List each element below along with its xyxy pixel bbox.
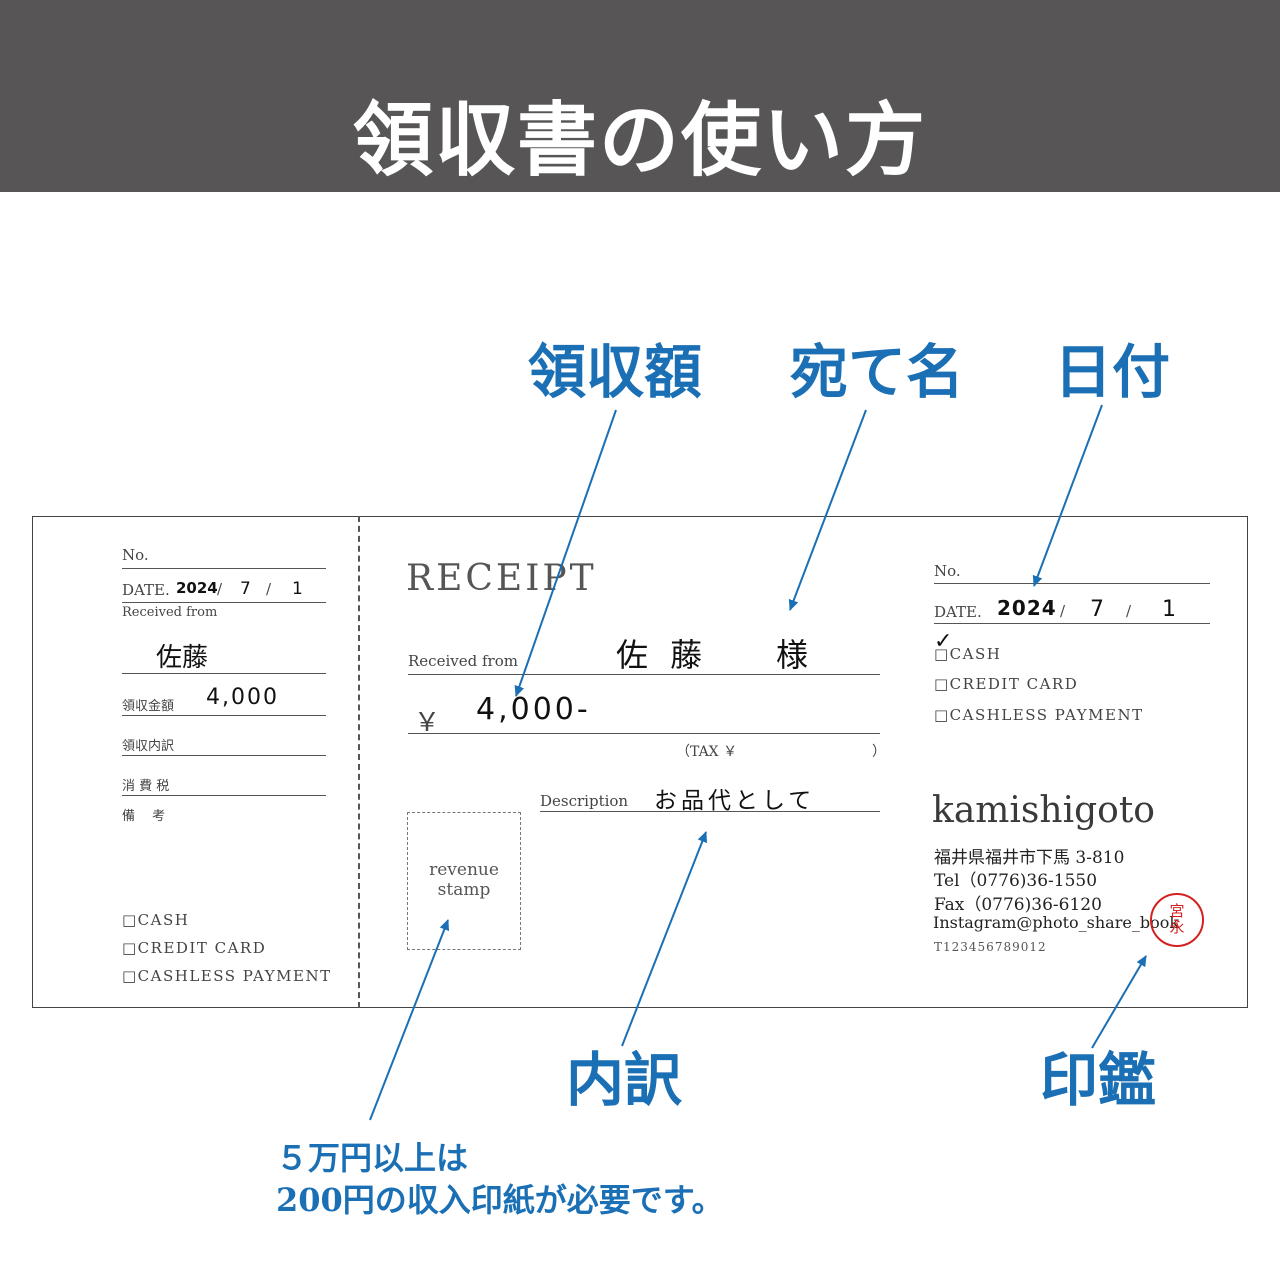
receipt-amount-line (408, 733, 880, 734)
arrow-amount (514, 409, 617, 697)
callout-amount: 領収額 (528, 338, 703, 406)
stub-date-label: DATE. (122, 581, 170, 599)
receipt-received-label: Received from (408, 652, 518, 670)
header-banner (0, 0, 1280, 192)
right-option-cash: □CASH (934, 645, 1002, 663)
arrow-addressee (788, 409, 867, 611)
callout-seal: 印鑑 (1040, 1046, 1157, 1114)
arrow-stamp (369, 919, 450, 1121)
stub-amount-line (122, 715, 326, 716)
stub-no-line (122, 568, 326, 569)
right-no-label: No. (934, 562, 961, 580)
stub-tax-label: 消 費 税 (122, 779, 170, 794)
company-name: kamishigoto (932, 790, 1155, 831)
right-date-day: 1 (1162, 597, 1176, 622)
revenue-stamp-box (407, 812, 521, 950)
right-date-sep2: / (1126, 602, 1132, 620)
stub-tax-line (122, 795, 326, 796)
seal-char-bottom: 永 (1169, 918, 1185, 936)
right-date-line (934, 623, 1210, 624)
stub-remarks-label: 備 考 (122, 809, 166, 824)
stub-date-year: 2024 (176, 579, 218, 597)
stub-date-day: 1 (292, 579, 303, 599)
right-date-month: 7 (1090, 597, 1104, 622)
stub-date-sep1: / (217, 580, 223, 598)
receipt-frame (32, 516, 1248, 1008)
stub-breakdown-label: 領収内訳 (122, 739, 175, 754)
receipt-honorific: 様 (776, 636, 809, 674)
perforation-line (358, 516, 360, 1008)
note-line2: 200円の収入印紙が必要です。 (276, 1181, 724, 1219)
receipt-tax-open: （TAX ￥ (676, 744, 738, 760)
right-date-year: 2024 (997, 596, 1057, 620)
stub-option-cashless: □CASHLESS PAYMENT (122, 967, 332, 985)
company-instagram: Instagram@photo_share_book (933, 913, 1180, 932)
stub-received-line (122, 673, 326, 674)
stub-received-value: 佐藤 (156, 643, 209, 673)
right-option-credit: □CREDIT CARD (934, 675, 1079, 693)
note-line1: ５万円以上は (276, 1139, 469, 1177)
company-tel: Tel（0776)36-1550 (934, 871, 1098, 891)
stub-breakdown-line (122, 755, 326, 756)
arrow-breakdown (621, 831, 708, 1047)
arrow-seal (1091, 955, 1147, 1049)
stub-amount-value: 4,000 (206, 685, 279, 710)
callout-date: 日付 (1054, 338, 1171, 406)
seal-char-top: 宮 (1169, 902, 1185, 920)
stub-option-cash: □CASH (122, 911, 190, 929)
stub-amount-label: 領収金額 (122, 699, 175, 714)
page-title: 領収書の使い方 (353, 93, 927, 187)
callout-addressee: 宛て名 (790, 338, 965, 406)
receipt-amount-value: 4,000- (476, 692, 591, 727)
receipt-description-value: お品代として (654, 788, 816, 814)
company-fax: Fax（0776)36-6120 (934, 895, 1102, 915)
stub-no-label: No. (122, 546, 149, 564)
right-option-cashless: □CASHLESS PAYMENT (934, 706, 1144, 724)
stub-date-sep2: / (266, 580, 272, 598)
right-date-label: DATE. (934, 603, 982, 621)
arrow-date (1032, 404, 1103, 587)
callout-breakdown: 内訳 (566, 1046, 683, 1114)
revenue-stamp-line2: stamp (437, 880, 491, 900)
receipt-received-line (408, 674, 880, 675)
check-mark-icon: ✓ (934, 629, 953, 654)
registration-number: T123456789012 (934, 940, 1047, 954)
company-address: 福井県福井市下馬 3-810 (934, 848, 1125, 868)
right-date-sep1: / (1060, 602, 1066, 620)
stub-option-credit: □CREDIT CARD (122, 939, 267, 957)
stub-received-label: Received from (122, 605, 218, 620)
right-no-line (934, 583, 1210, 584)
receipt-description-line (540, 811, 880, 812)
revenue-stamp-line1: revenue (429, 860, 499, 880)
stub-date-month: 7 (240, 579, 251, 599)
receipt-tax-close: ） (872, 744, 886, 760)
personal-seal-stamp: 宮 永 (1150, 893, 1204, 947)
receipt-received-value: 佐 藤 (616, 636, 709, 674)
stub-date-line (122, 602, 326, 603)
receipt-description-label: Description (540, 792, 629, 810)
